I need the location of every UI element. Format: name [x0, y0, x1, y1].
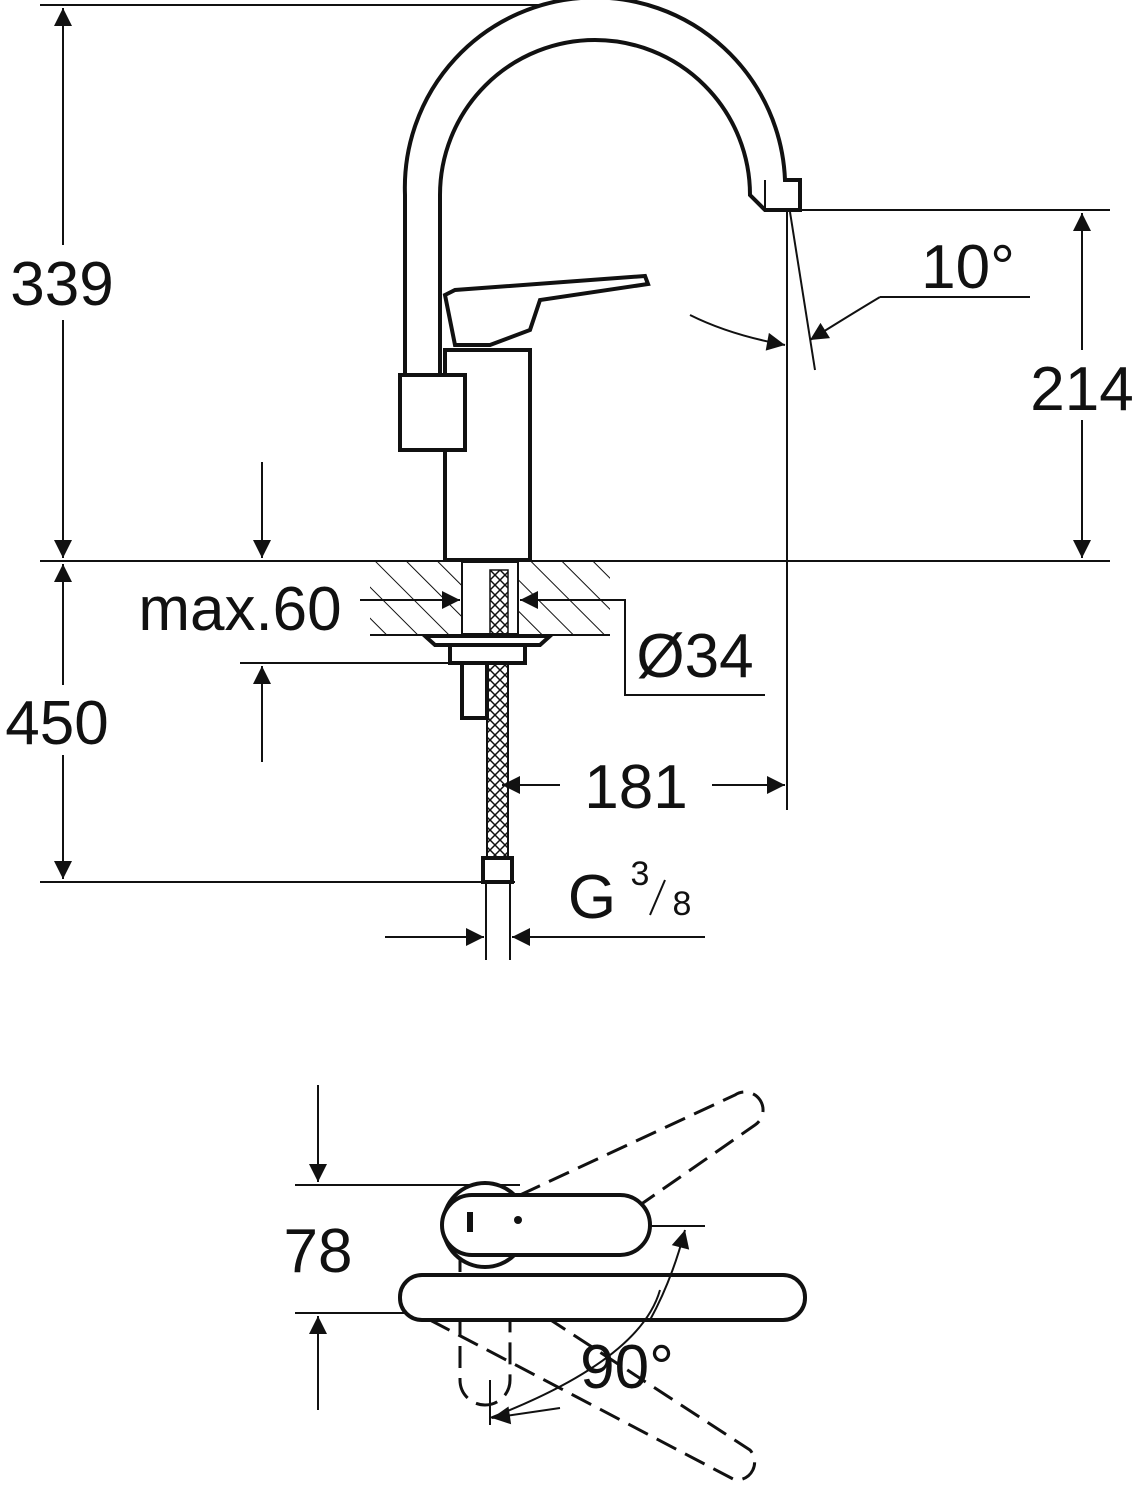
- dimension-181: 181: [502, 753, 785, 822]
- faucet-side-view: [398, 0, 802, 960]
- dim-339-label: 339: [10, 250, 113, 319]
- angle-90-label: 90°: [580, 1333, 674, 1402]
- angle-10-label: 10°: [921, 233, 1015, 302]
- countertop-section: [370, 561, 610, 636]
- dimension-450: 450: [5, 564, 109, 879]
- dim-214-label: 214: [1030, 355, 1133, 424]
- reference-lines: [40, 4, 1110, 883]
- thread-denominator: 8: [673, 885, 692, 923]
- thread-g-label: G: [568, 863, 616, 932]
- dimension-214: 214: [1030, 213, 1134, 558]
- dim-450-label: 450: [5, 689, 108, 758]
- dimension-max60: max.60: [138, 462, 570, 762]
- faucet-top-view: 78 90°: [284, 1085, 807, 1482]
- dimension-10deg: 10°: [689, 233, 1030, 351]
- thread-numerator: 3: [631, 855, 650, 893]
- diameter-label: Ø34: [636, 622, 753, 691]
- dim-181-label: 181: [584, 753, 687, 822]
- dimension-g38: G 3 8: [385, 855, 705, 946]
- dimension-339: 339: [10, 8, 114, 558]
- dim-78-label: 78: [284, 1217, 353, 1286]
- max60-label: max.60: [138, 575, 341, 644]
